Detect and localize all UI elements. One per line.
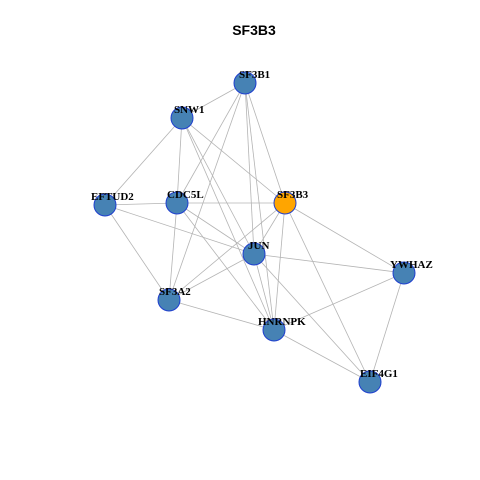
edge-sf3b1-sf3b3 bbox=[244, 82, 286, 204]
node-label-sf3b1: SF3B1 bbox=[239, 69, 270, 81]
edge-jun-ywhaz bbox=[253, 253, 405, 274]
node-circle-sf3b1 bbox=[233, 71, 257, 95]
node-cdc5l: CDC5L bbox=[165, 189, 204, 215]
node-jun: JUN bbox=[242, 240, 269, 266]
node-label-eif4g1: EIF4G1 bbox=[360, 368, 398, 380]
edge-snw1-jun bbox=[181, 117, 255, 255]
edge-snw1-hnrnpk bbox=[181, 117, 275, 331]
edge-cdc5l-jun bbox=[176, 202, 255, 255]
edge-jun-eif4g1 bbox=[253, 253, 371, 383]
edge-sf3b3-hnrnpk bbox=[273, 202, 286, 331]
node-circle-sf3b3 bbox=[273, 191, 297, 215]
edge-ywhaz-eif4g1 bbox=[369, 272, 405, 383]
node-circle-hnrnpk bbox=[262, 318, 286, 342]
node-label-cdc5l: CDC5L bbox=[167, 189, 204, 201]
node-label-sf3b3: SF3B3 bbox=[277, 189, 309, 201]
node-snw1: SNW1 bbox=[170, 104, 205, 130]
node-circle-cdc5l bbox=[165, 191, 189, 215]
node-label-ywhaz: YWHAZ bbox=[390, 259, 433, 271]
node-circle-jun bbox=[242, 242, 266, 266]
edge-sf3b1-cdc5l bbox=[176, 82, 246, 204]
edge-jun-hnrnpk bbox=[253, 253, 275, 331]
edge-cdc5l-hnrnpk bbox=[176, 202, 275, 331]
edge-jun-sf3a2 bbox=[168, 253, 255, 301]
edge-sf3b1-hnrnpk bbox=[244, 82, 275, 331]
node-circle-eif4g1 bbox=[358, 370, 382, 394]
edge-hnrnpk-eif4g1 bbox=[273, 329, 371, 383]
edge-sf3a2-hnrnpk bbox=[168, 299, 275, 331]
node-circle-ywhaz bbox=[392, 261, 416, 285]
edge-ywhaz-hnrnpk bbox=[273, 272, 405, 331]
node-circle-snw1 bbox=[170, 106, 194, 130]
node-circle-eftud2 bbox=[93, 193, 117, 217]
edge-sf3b1-jun bbox=[244, 82, 255, 255]
edge-snw1-cdc5l bbox=[176, 117, 183, 204]
edge-eftud2-jun bbox=[104, 204, 255, 255]
edge-sf3b3-eif4g1 bbox=[284, 202, 371, 383]
edge-sf3b3-sf3a2 bbox=[168, 202, 286, 301]
edge-layer bbox=[104, 82, 405, 383]
edge-snw1-eftud2 bbox=[104, 117, 183, 206]
node-eftud2: EFTUD2 bbox=[91, 191, 134, 217]
node-label-eftud2: EFTUD2 bbox=[91, 191, 134, 203]
node-sf3a2: SF3A2 bbox=[157, 286, 191, 312]
node-sf3b3: SF3B3 bbox=[273, 189, 309, 215]
edge-eftud2-cdc5l bbox=[104, 202, 178, 206]
node-circle-sf3a2 bbox=[157, 288, 181, 312]
edge-eftud2-sf3a2 bbox=[104, 204, 170, 301]
node-label-snw1: SNW1 bbox=[174, 104, 205, 116]
node-label-hnrnpk: HNRNPK bbox=[258, 316, 306, 328]
edge-sf3b3-ywhaz bbox=[284, 202, 405, 274]
edge-sf3b1-snw1 bbox=[181, 82, 246, 119]
node-hnrnpk: HNRNPK bbox=[258, 316, 306, 342]
node-label-sf3a2: SF3A2 bbox=[159, 286, 191, 298]
node-label-jun: JUN bbox=[248, 240, 269, 252]
node-sf3b1: SF3B1 bbox=[233, 69, 270, 95]
node-eif4g1: EIF4G1 bbox=[358, 368, 398, 394]
edge-sf3b1-sf3a2 bbox=[168, 82, 246, 301]
diagram-title: SF3B3 bbox=[232, 22, 276, 38]
edge-cdc5l-sf3a2 bbox=[168, 202, 178, 301]
edge-snw1-sf3b3 bbox=[181, 117, 286, 204]
node-ywhaz: YWHAZ bbox=[390, 259, 433, 285]
